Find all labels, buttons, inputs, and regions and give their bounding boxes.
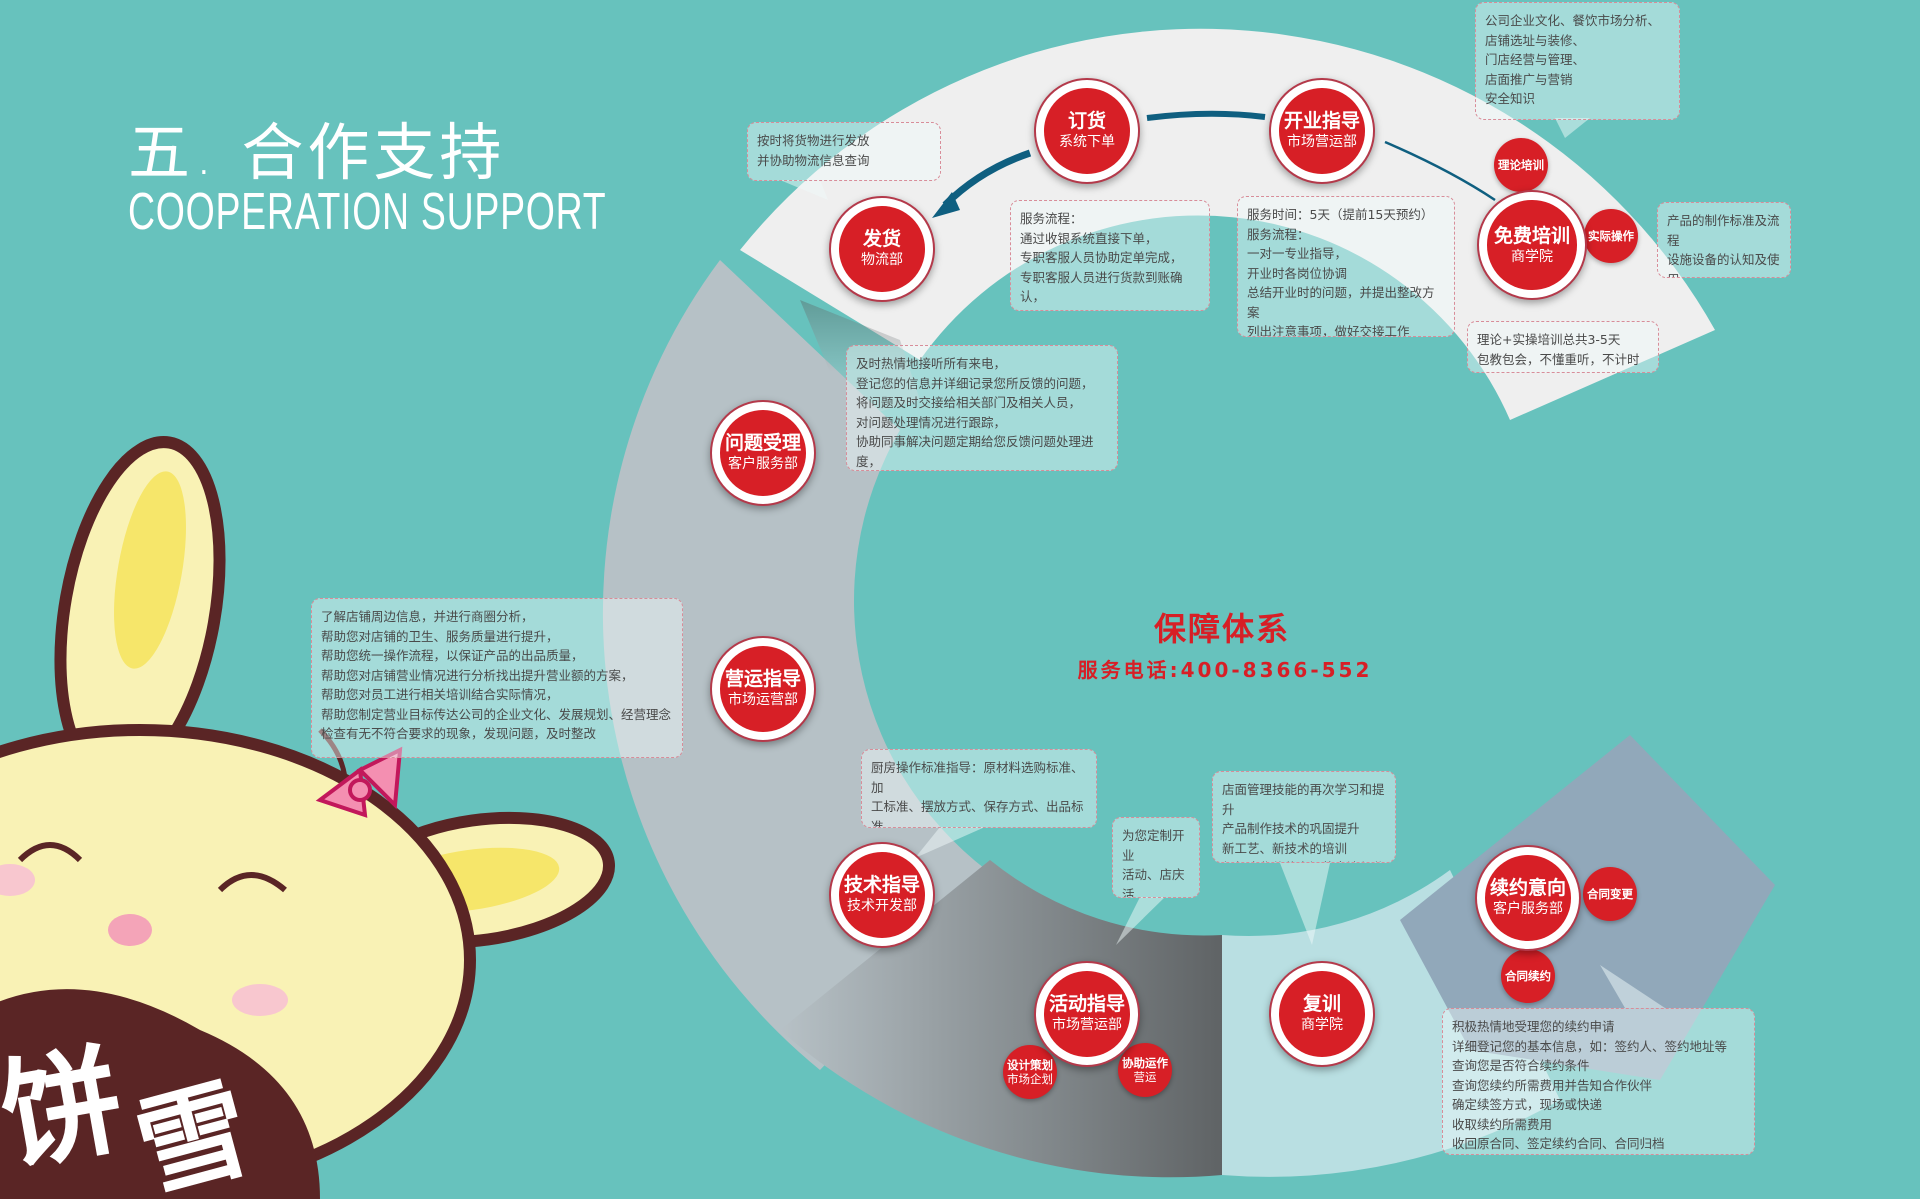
- node-title: 问题受理: [724, 432, 801, 455]
- node-title: 活动指导: [1048, 993, 1125, 1016]
- node-technical-guidance: 技术指导技术开发部: [829, 842, 935, 948]
- node-title: 免费培训: [1493, 224, 1570, 247]
- arrow-head-icon: [932, 192, 960, 218]
- node-title: 技术指导: [843, 874, 920, 897]
- node-dept: 技术开发部: [846, 898, 917, 915]
- mini-label: 协助运作: [1122, 1056, 1168, 1070]
- mini-practical-operation: 实际操作: [1584, 209, 1638, 263]
- bubble-practical: 产品的制作标准及流程 设施设备的认知及使用 直营店营运的观摩: [1657, 202, 1791, 278]
- mini-sub: 市场企划: [1007, 1072, 1053, 1086]
- mini-label: 理论培训: [1498, 158, 1544, 172]
- node-title: 发货: [862, 228, 901, 251]
- node-dept: 商学院: [1511, 248, 1553, 265]
- node-ordering: 订货系统下单: [1034, 78, 1140, 184]
- bubble-ordering: 服务流程： 通过收银系统直接下单， 专职客服人员协助定单完成， 专职客服人员进行…: [1010, 200, 1210, 311]
- flow-arrow: [1384, 140, 1496, 202]
- node-dept: 物流部: [860, 252, 903, 269]
- mini-sub: 营运: [1133, 1070, 1157, 1084]
- node-renewal-intent: 续约意向客户服务部: [1475, 845, 1581, 951]
- node-dept: 商学院: [1300, 1017, 1343, 1034]
- bubble-technical-guidance: 厨房操作标准指导：原材料选购标准、加 工标准、摆放方式、保存方式、出品标准 等全…: [861, 749, 1097, 828]
- mini-theory-training: 理论培训: [1494, 138, 1548, 192]
- mini-contract-change: 合同变更: [1583, 867, 1637, 921]
- node-dept: 系统下单: [1058, 134, 1115, 151]
- node-dept: 市场营运部: [1286, 134, 1357, 151]
- node-retraining: 复训商学院: [1269, 961, 1375, 1067]
- mini-label: 实际操作: [1588, 229, 1634, 243]
- bubble-opening-guidance: 服务时间：5天（提前15天预约） 服务流程： 一对一专业指导， 开业时各岗位协调…: [1237, 196, 1455, 337]
- mini-label: 设计策划: [1007, 1058, 1053, 1072]
- node-dept: 市场营运部: [1051, 1017, 1122, 1034]
- flow-arrow: [1146, 110, 1266, 121]
- node-dept: 市场运营部: [727, 692, 798, 709]
- node-title: 开业指导: [1283, 110, 1360, 133]
- rabbit-mascot-illustration: 饼 雪: [0, 436, 616, 1199]
- bubble-event-guidance: 为您定制开业 活动、店庆活 动、节假日活 动等: [1112, 817, 1200, 898]
- bubble-delivery: 按时将货物进行发放 并协助物流信息查询: [747, 122, 941, 181]
- node-opening-guidance: 开业指导市场营运部: [1269, 78, 1375, 184]
- page-subtitle: COOPERATION SUPPORT: [128, 183, 607, 241]
- mini-label: 合同变更: [1587, 887, 1633, 901]
- service-phone: 服务电话:400-8366-552: [1077, 658, 1373, 682]
- bubble-operation-guidance: 了解店铺周边信息，并进行商圈分析， 帮助您对店铺的卫生、服务质量进行提升， 帮助…: [311, 598, 683, 758]
- node-delivery: 发货物流部: [829, 196, 935, 302]
- bubble-retraining: 店面管理技能的再次学习和提升 产品制作技术的巩固提升 新工艺、新技术的培训 组织…: [1212, 771, 1396, 863]
- mini-assist-operation: 协助运作营运: [1118, 1043, 1172, 1097]
- mini-contract-renewal: 合同续约: [1501, 949, 1555, 1003]
- node-dept: 客户服务部: [1492, 901, 1563, 918]
- mini-label: 合同续约: [1505, 969, 1551, 983]
- node-operation-guidance: 营运指导市场运营部: [710, 636, 816, 742]
- bubble-issue-handling: 及时热情地接听所有来电， 登记您的信息并详细记录您所反馈的问题， 将问题及时交接…: [846, 345, 1118, 471]
- center-title: 保障体系: [1153, 610, 1290, 648]
- page-title: 五. 合作支持: [128, 116, 506, 189]
- ring-bottom-segment: [780, 860, 1222, 1178]
- node-event-guidance: 活动指导市场营运部: [1034, 961, 1140, 1067]
- node-issue-handling: 问题受理客户服务部: [710, 400, 816, 506]
- node-title: 复训: [1302, 993, 1341, 1016]
- node-title: 订货: [1067, 110, 1106, 133]
- mini-design-planning: 设计策划市场企划: [1003, 1045, 1057, 1099]
- node-free-training: 免费培训商学院: [1477, 190, 1587, 300]
- bubble-renewal: 积极热情地受理您的续约申请 详细登记您的基本信息，如：签约人、签约地址等 查询您…: [1442, 1008, 1755, 1155]
- bubble-training-topics: 公司企业文化、餐饮市场分析、 店铺选址与装修、 门店经营与管理、 店面推广与营销…: [1475, 2, 1680, 120]
- node-title: 营运指导: [724, 668, 801, 691]
- svg-text:饼: 饼: [0, 1031, 133, 1189]
- node-dept: 客户服务部: [727, 456, 798, 473]
- bubble-training-duration: 理论+实操培训总共3-5天 包教包会，不懂重听，不计时长: [1467, 321, 1659, 373]
- node-title: 续约意向: [1489, 877, 1566, 900]
